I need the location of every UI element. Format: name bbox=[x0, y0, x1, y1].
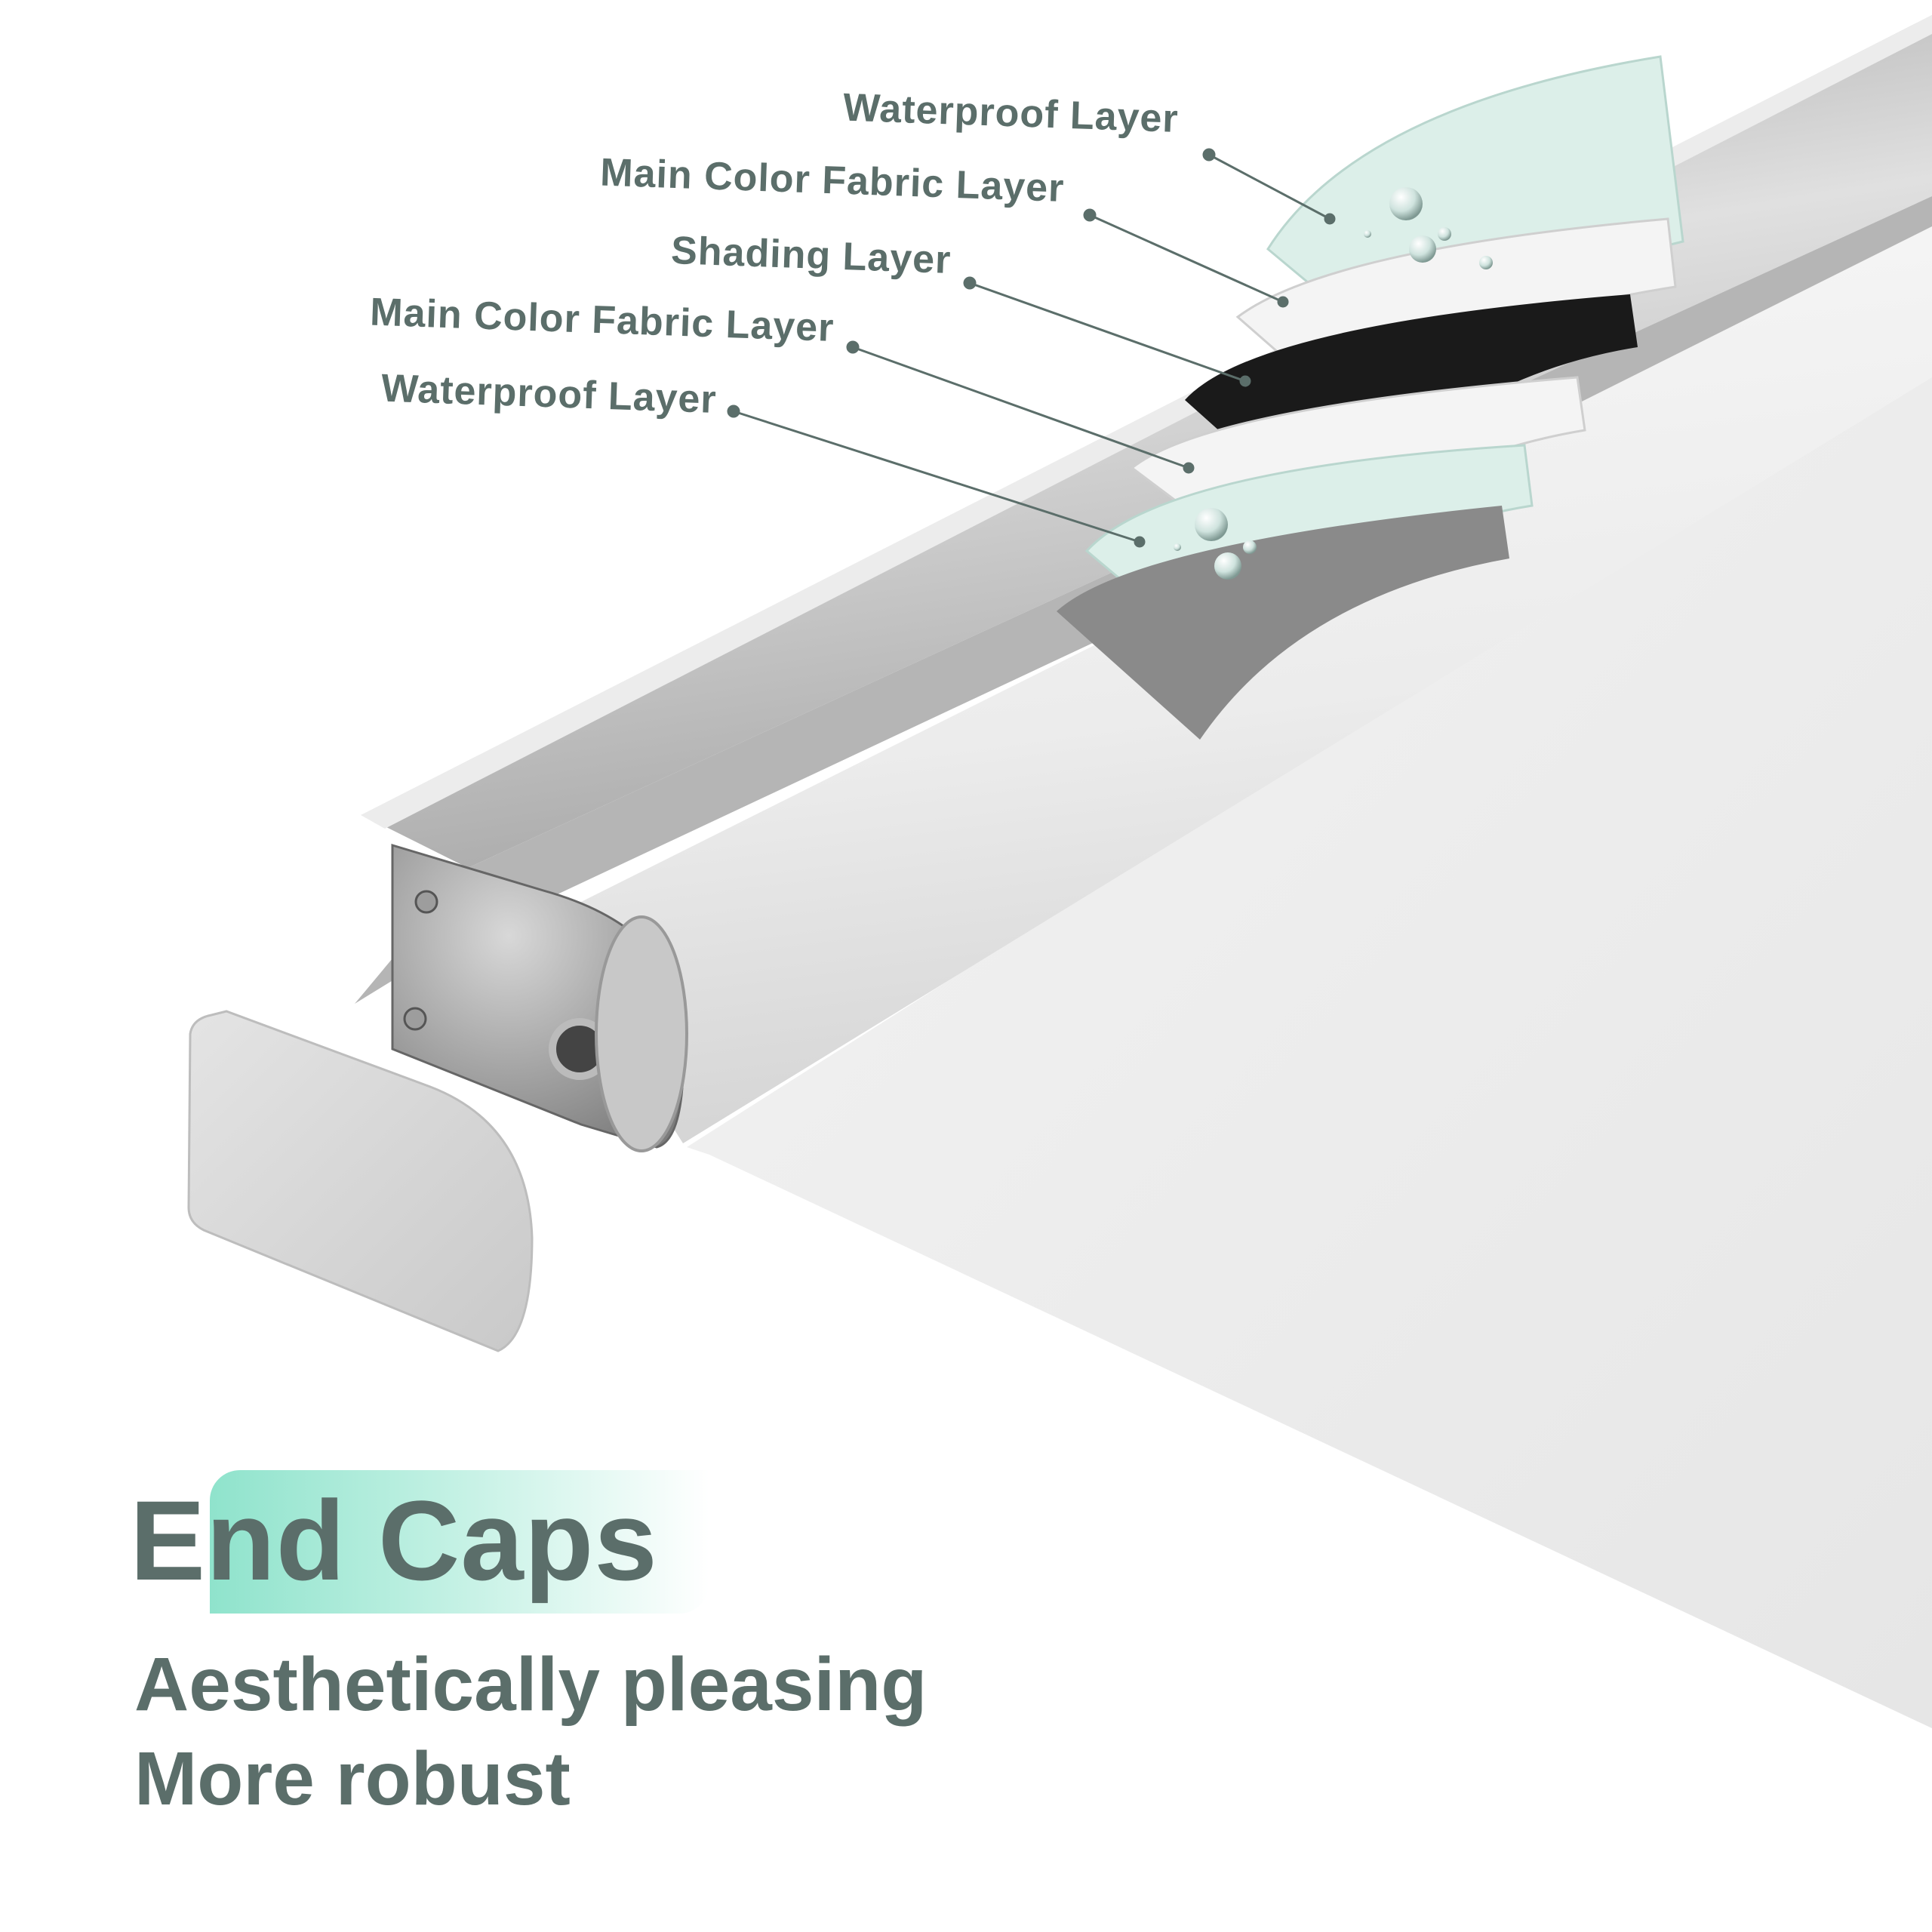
screw bbox=[414, 890, 438, 914]
headline: End Caps bbox=[130, 1477, 658, 1604]
end-cap bbox=[187, 1010, 534, 1352]
shade-fabric bbox=[687, 355, 1932, 1728]
tube-end bbox=[595, 915, 688, 1152]
layer-fabric-base bbox=[1057, 506, 1509, 740]
water-droplets-top bbox=[1364, 187, 1493, 269]
feature-aesthetic: Aesthetically pleasing bbox=[134, 1642, 928, 1727]
screw bbox=[403, 1007, 427, 1031]
water-droplets-bottom bbox=[1174, 508, 1257, 580]
feature-robust: More robust bbox=[134, 1737, 571, 1821]
headline-highlight bbox=[210, 1470, 709, 1614]
